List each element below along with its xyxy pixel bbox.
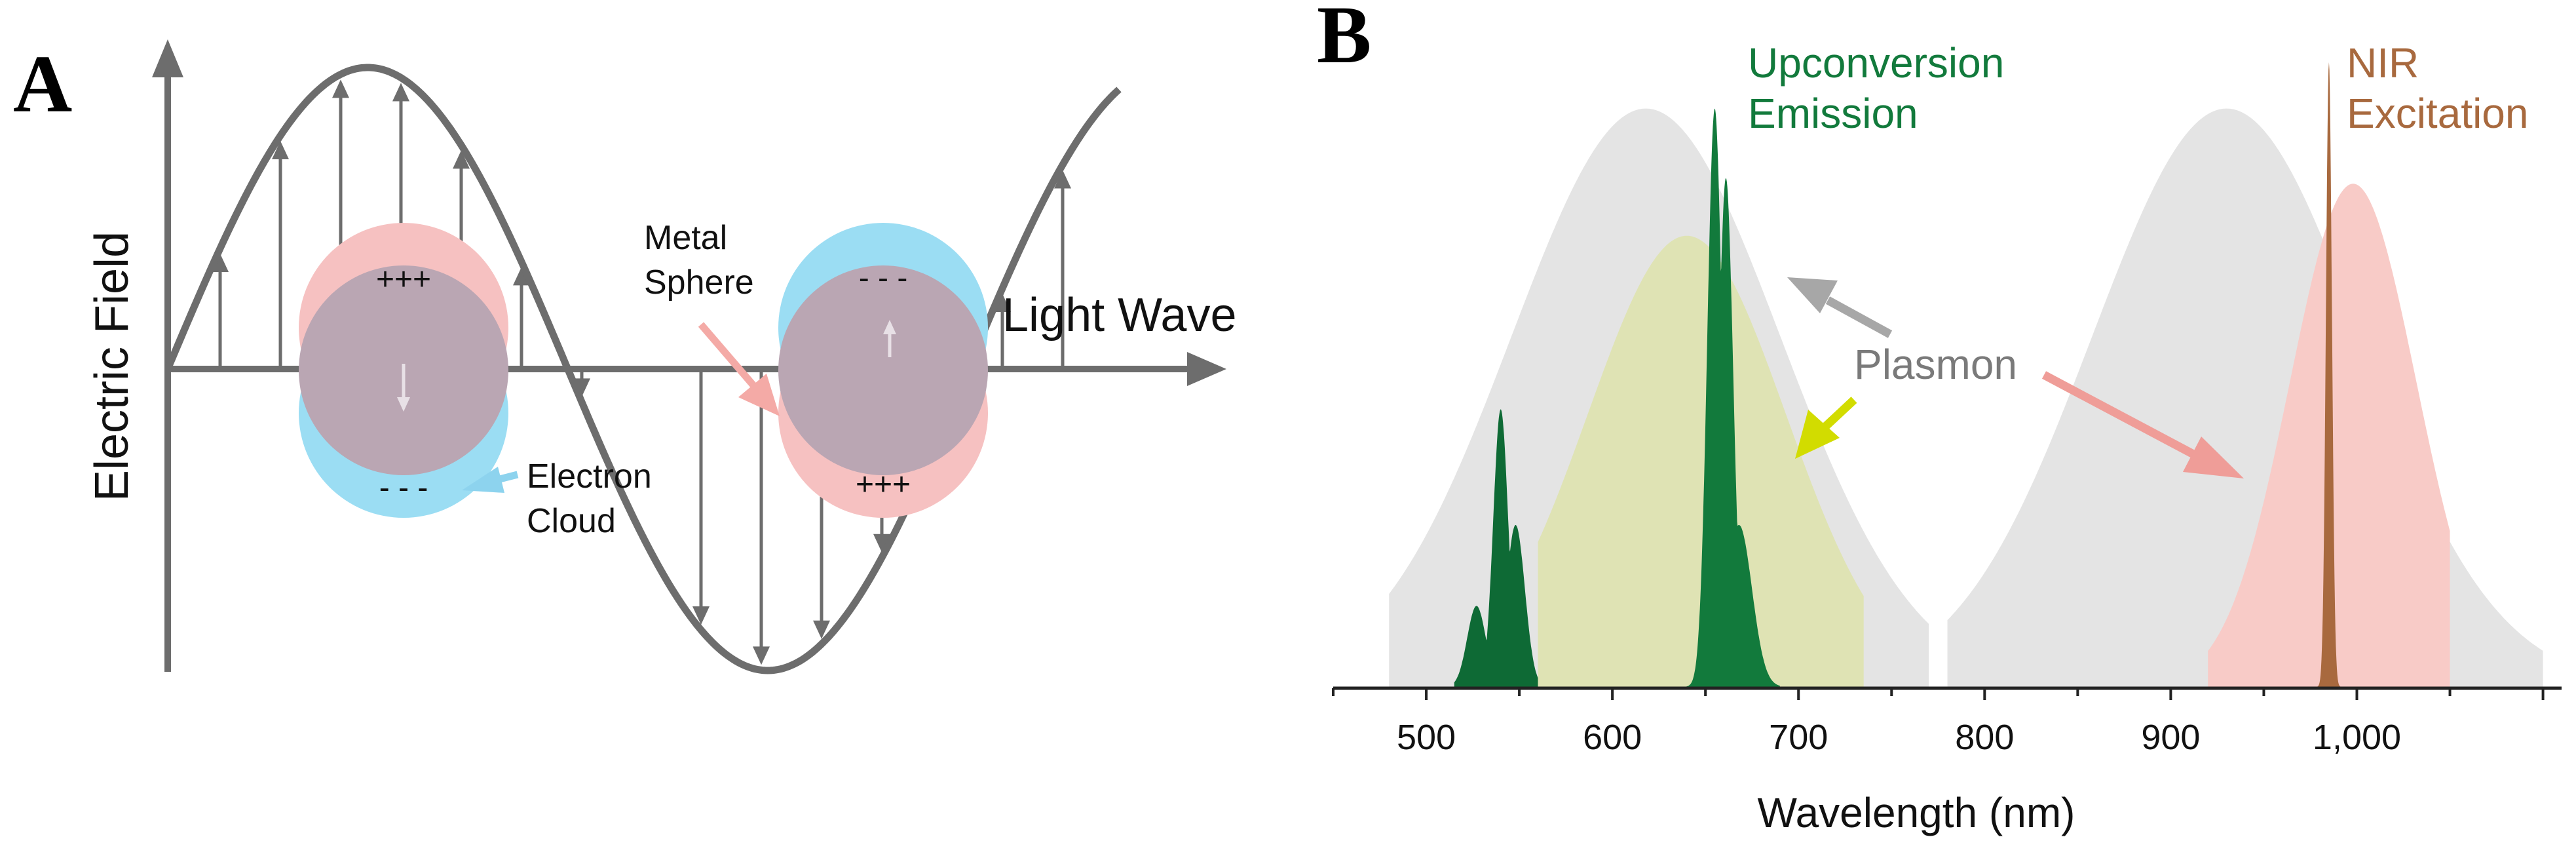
field-arrow-head — [332, 79, 349, 98]
field-arrow-head — [813, 620, 830, 639]
spectrum-series-5 — [1677, 108, 1780, 688]
spectrum-series-2 — [1538, 235, 1864, 687]
field-arrow-head — [753, 646, 770, 665]
nir-label-line1: NIR — [2347, 39, 2419, 87]
field-arrow-head — [392, 83, 409, 102]
metal-label-line1: Metal — [644, 219, 727, 257]
plasmon-arrow-gray — [1787, 277, 1893, 338]
a-y-axis-label: Electric Field — [86, 231, 138, 501]
nir-label-line2: Excitation — [2347, 90, 2528, 137]
panel-b-letter: B — [1317, 0, 1371, 81]
sphere1-top-charge: +++ — [376, 262, 431, 297]
plasmon-arrow-pink — [2041, 371, 2244, 478]
field-arrow-head — [873, 534, 890, 553]
b-x-ticks: 500 600 700 800 900 1,000 — [1332, 688, 2545, 757]
sphere1-bottom-charge: - - - — [379, 471, 428, 505]
panel-b: B 500 600 700 800 900 1,000 Wavelength (nm) U… — [1317, 0, 2562, 836]
electron-cloud-pointer — [462, 467, 519, 493]
sphere-core-2 — [778, 265, 988, 475]
cloud-label-line1: Electron — [527, 457, 652, 496]
upconversion-label-line2: Emission — [1748, 90, 1918, 137]
spectrum-series-6 — [2310, 62, 2348, 687]
metal-label-line2: Sphere — [644, 263, 754, 302]
metal-sphere-1: +++ - - - — [299, 223, 508, 518]
panel-a: A +++ - - - — [13, 39, 1237, 674]
x-tick-label: 700 — [1769, 718, 1828, 757]
spectra — [1389, 62, 2543, 688]
b-x-axis-label: Wavelength (nm) — [1758, 789, 2075, 836]
plasmon-arrow-yellow — [1795, 397, 1857, 459]
panel-a-letter: A — [13, 39, 72, 130]
x-tick-label: 800 — [1955, 718, 2014, 757]
spectrum-series-4 — [1454, 409, 1538, 687]
sphere2-bottom-charge: +++ — [856, 467, 911, 502]
metal-sphere-2: - - - +++ — [778, 223, 988, 518]
field-arrow-head — [212, 253, 229, 272]
field-arrow-head — [994, 293, 1011, 312]
a-y-axis — [152, 39, 183, 672]
x-tick-label: 1,000 — [2313, 718, 2401, 757]
plasmon-label: Plasmon — [1854, 341, 2017, 388]
upconversion-label-line1: Upconversion — [1748, 39, 2004, 87]
field-arrow-head — [1054, 170, 1071, 189]
light-wave-label: Light Wave — [1002, 289, 1237, 341]
x-tick-label: 500 — [1397, 718, 1456, 757]
field-arrow-head — [513, 267, 530, 286]
field-arrow-head — [453, 150, 470, 169]
field-arrow-head — [272, 141, 289, 160]
cloud-label-line2: Cloud — [527, 502, 616, 540]
x-tick-label: 900 — [2141, 718, 2200, 757]
field-arrow-head — [692, 606, 710, 625]
sphere2-top-charge: - - - — [859, 261, 908, 296]
x-tick-label: 600 — [1583, 718, 1642, 757]
metal-sphere-pointer — [698, 322, 780, 416]
